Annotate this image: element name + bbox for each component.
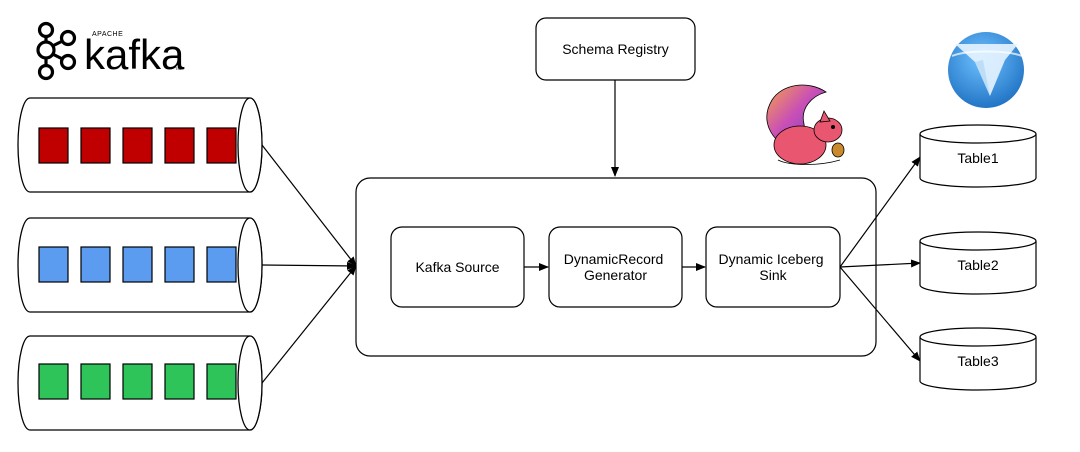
kafka-source-label: Kafka Source (415, 259, 499, 275)
topic-cylinder-2 (17, 217, 263, 313)
topic-cylinder-1 (17, 97, 263, 193)
arrow-topic2-to-job (261, 261, 357, 270)
sink-arrows (839, 156, 921, 362)
schema-registry-box: Schema Registry (535, 17, 696, 81)
arrow-topic1-to-job (261, 144, 357, 267)
topic-3-message-1 (38, 363, 69, 400)
table-cylinder-3: Table3 (919, 327, 1037, 391)
kafka-logo-icon (36, 21, 77, 81)
table-cylinder-1: Table1 (919, 124, 1037, 188)
topic-2-message-1 (38, 246, 69, 283)
sink-label-line2: Sink (759, 267, 787, 283)
topic-1-message-5 (206, 127, 237, 164)
topic-3-message-4 (164, 363, 195, 400)
table-cylinder-2: Table2 (919, 231, 1037, 295)
table3-label: Table3 (957, 353, 998, 369)
topic-cylinder-3 (17, 335, 263, 431)
svg-text:DynamicRecord Generator: DynamicRecord Generator (564, 251, 667, 283)
kafka-logo-small-text: APACHE (92, 31, 123, 38)
topic-arrows (261, 144, 357, 384)
sink-label-line1: Dynamic Iceberg (719, 251, 824, 267)
svg-text:Dynamic Iceberg Sink: Dynamic Iceberg Sink (719, 251, 828, 283)
topic-3-message-2 (80, 363, 111, 400)
topic-2-message-4 (164, 246, 195, 283)
topic-3-message-3 (122, 363, 153, 400)
kafka-logo: APACHE kafka TM (36, 21, 185, 81)
topic-3-message-5 (206, 363, 237, 400)
flink-logo (766, 84, 845, 165)
generator-label-line1: DynamicRecord (564, 251, 664, 267)
generator-label-line2: Generator (584, 267, 647, 283)
pipeline-step-dynamic-record-generator: DynamicRecord Generator (548, 226, 683, 308)
iceberg-logo (948, 32, 1024, 108)
svg-text:Kafka Source: Kafka Source (415, 259, 499, 275)
topic-1-message-3 (122, 127, 153, 164)
arrow-sink-to-table3 (839, 266, 921, 362)
topic-1-message-2 (80, 127, 111, 164)
pipeline-step-kafka-source: Kafka Source (390, 226, 525, 308)
pipeline-step-dynamic-iceberg-sink: Dynamic Iceberg Sink (705, 226, 841, 308)
topic-1-message-4 (164, 127, 195, 164)
schema-registry-label: Schema Registry (562, 41, 669, 57)
arrow-sink-to-table2 (839, 259, 921, 268)
topic-2-message-3 (122, 246, 153, 283)
topic-2-message-2 (80, 246, 111, 283)
table1-label: Table1 (957, 150, 998, 166)
kafka-logo-wordmark: kafka (84, 31, 185, 78)
arrow-topic3-to-job (261, 265, 357, 384)
topic-2-message-5 (206, 246, 237, 283)
topic-1-message-1 (38, 127, 69, 164)
arrow-sink-to-table1 (839, 156, 921, 268)
table2-label: Table2 (957, 257, 998, 273)
kafka-logo-trademark: TM (175, 66, 181, 71)
